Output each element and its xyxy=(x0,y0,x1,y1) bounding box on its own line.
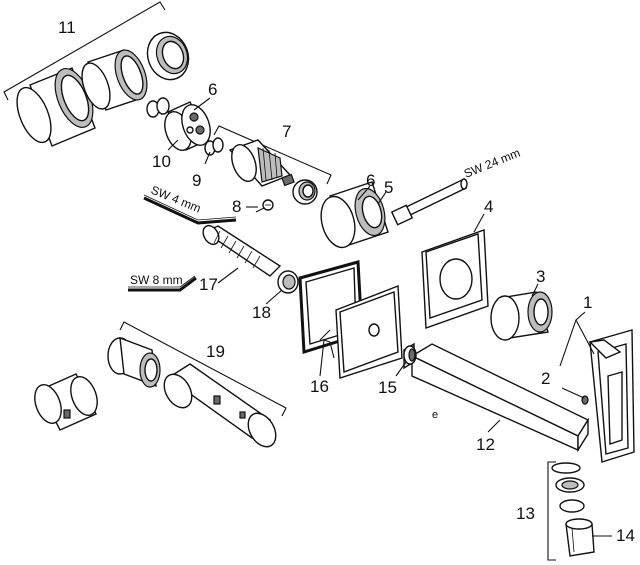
cap-assembly-5 xyxy=(320,181,389,249)
o-rings-10 xyxy=(146,97,170,118)
cartridge-10 xyxy=(164,101,211,151)
o-rings-9 xyxy=(204,137,224,156)
label-sw8: SW 8 mm xyxy=(130,273,183,287)
aerator-13 xyxy=(551,462,585,513)
label-sw24: SW 24 mm xyxy=(462,146,522,181)
cover-plate-16 xyxy=(335,284,403,379)
washer-15 xyxy=(403,345,417,365)
callout-11: 11 xyxy=(58,18,76,37)
threaded-extension-17 xyxy=(202,224,282,277)
leader-lines xyxy=(167,97,612,537)
callout-8: 8 xyxy=(232,197,241,216)
callout-15: 15 xyxy=(378,378,397,397)
callout-6-right: 6 xyxy=(366,171,375,190)
callout-9: 9 xyxy=(192,171,201,190)
callout-14: 14 xyxy=(616,526,635,545)
hex-key-sw4 xyxy=(143,194,237,225)
lever-handle-1 xyxy=(588,329,635,463)
escutcheon-plate-4 xyxy=(421,229,489,329)
extension-sleeve-19 xyxy=(163,363,277,448)
screw-8 xyxy=(255,199,274,213)
callout-18: 18 xyxy=(252,303,271,322)
hex-key-sw8 xyxy=(128,275,197,292)
valve-cartridge-7 xyxy=(228,139,295,187)
aerator-key-14 xyxy=(565,518,595,557)
sleeve-3 xyxy=(490,291,553,341)
nozzle-sleeve xyxy=(34,373,98,431)
bracket-19 xyxy=(119,321,287,417)
spout-mark: e xyxy=(432,409,438,421)
callout-2: 2 xyxy=(541,369,550,388)
callout-13: 13 xyxy=(516,504,535,523)
bracket-7 xyxy=(213,125,332,185)
callout-12: 12 xyxy=(476,435,495,454)
callout-16: 16 xyxy=(310,377,329,396)
spout-12: e xyxy=(403,342,590,453)
callout-3: 3 xyxy=(536,267,545,286)
collar-nut-7 xyxy=(292,179,318,205)
sleeve-medium xyxy=(81,49,148,111)
callout-19: 19 xyxy=(206,342,225,361)
adapter-19 xyxy=(107,336,161,388)
callout-17: 17 xyxy=(199,275,218,294)
callout-labels: 1 2 3 4 5 6 6 7 8 9 10 11 12 13 14 15 16… xyxy=(58,18,635,545)
callout-6-left: 6 xyxy=(208,80,217,99)
sleeve-large xyxy=(16,67,96,147)
bracket-11 xyxy=(3,1,166,101)
bracket-13 xyxy=(547,461,556,561)
callout-5: 5 xyxy=(384,178,393,197)
sleeve-small xyxy=(146,31,190,81)
callout-7: 7 xyxy=(282,122,291,141)
callout-10: 10 xyxy=(152,152,171,171)
callout-1: 1 xyxy=(583,293,592,312)
union-nut-18 xyxy=(277,270,299,294)
callout-4: 4 xyxy=(484,197,493,216)
socket-wrench-sw24 xyxy=(390,178,468,226)
